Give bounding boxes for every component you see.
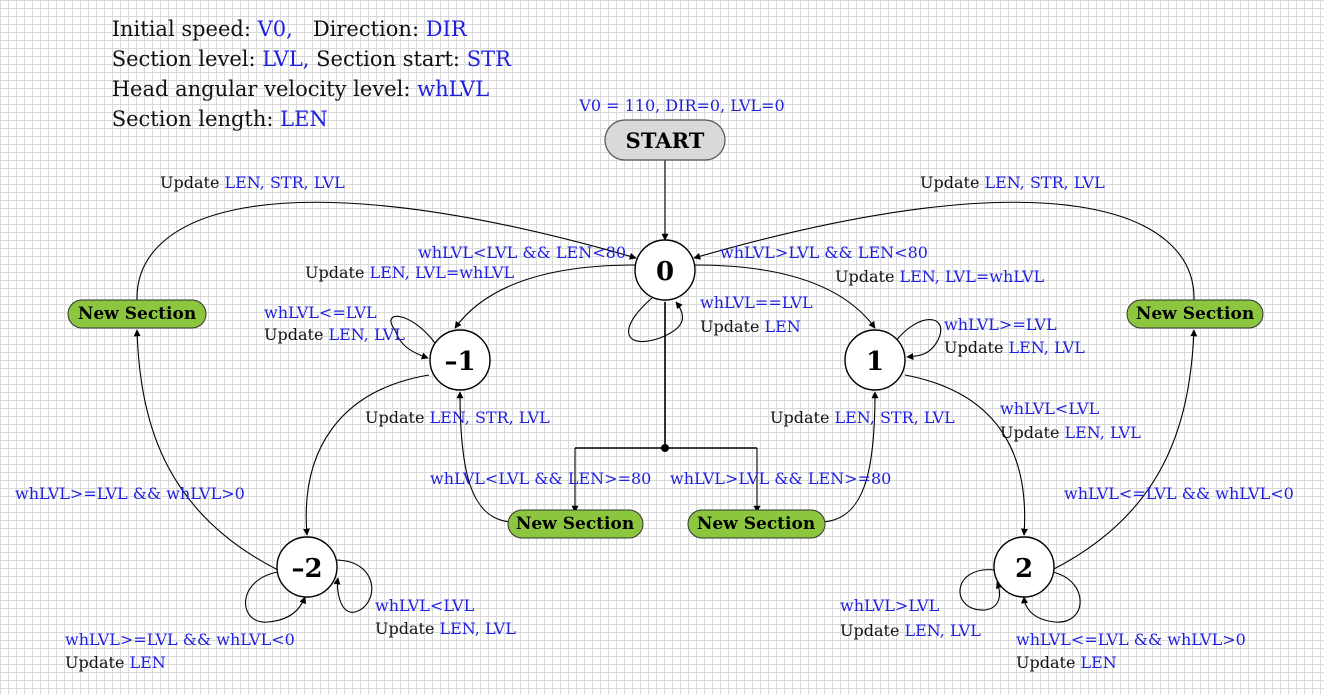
state-minus-2[interactable]: –2: [276, 536, 338, 598]
label-self2-right-update: Update LEN: [1016, 653, 1117, 672]
edge-ns-left-to-0: [136, 201, 637, 301]
label-self0-update: Update LEN: [700, 317, 801, 336]
label-branch-left-cond: whLVL<LVL && LEN>=80: [430, 469, 651, 488]
state-minus-1-label: –1: [444, 347, 475, 377]
state-2[interactable]: 2: [993, 536, 1055, 598]
new-section-center-right-label: New Section: [697, 514, 815, 534]
edge-self-2-left: [959, 569, 1003, 611]
label-self2-left-update: Update LEN, LVL: [840, 621, 981, 640]
new-section-left-label: New Section: [78, 304, 196, 324]
new-section-right-label: New Section: [1136, 304, 1254, 324]
edge-0-to-1: [694, 264, 876, 329]
edge-0-to-m1: [454, 264, 636, 329]
branch-junction-dot: [661, 444, 669, 452]
label-2-to-ns-cond: whLVL<=LVL && whLVL<0: [1064, 484, 1294, 503]
label-selfm2-left-cond: whLVL>=LVL && whLVL<0: [65, 630, 295, 649]
label-self2-left-cond: whLVL>LVL: [840, 596, 940, 615]
label-top-right-update: Update LEN, STR, LVL: [920, 173, 1105, 192]
label-self0-cond: whLVL==LVL: [700, 293, 813, 312]
edge-1-to-2: [904, 374, 1028, 536]
label-to-m1-cond: whLVL<LVL && LEN<80: [418, 243, 626, 262]
label-selfm2-right-update: Update LEN, LVL: [375, 619, 516, 638]
edge-self-1: [894, 319, 942, 361]
edge-self-m2-right: [333, 559, 373, 613]
state-minus-2-label: –2: [291, 554, 322, 584]
new-section-left[interactable]: New Section: [67, 299, 207, 329]
edge-self-2-right: [1020, 571, 1081, 623]
label-to-2-cond: whLVL<LVL: [1000, 399, 1100, 418]
edge-m1-to-m2: [302, 374, 430, 536]
legend: Initial speed: V0, Direction: DIR Sectio…: [65, 17, 544, 131]
legend-line-speed: Initial speed: V0, Direction: DIR: [65, 17, 500, 41]
edge-self-m1: [390, 315, 436, 360]
label-selfm2-right-cond: whLVL<LVL: [375, 596, 475, 615]
label-selfm2-left-update: Update LEN: [65, 653, 166, 672]
new-section-center-right[interactable]: New Section: [687, 509, 826, 539]
state-minus-1[interactable]: –1: [429, 329, 491, 391]
state-0-label: 0: [656, 257, 674, 287]
label-to-1-cond: whLVL>LVL && LEN<80: [720, 243, 928, 262]
start-label: START: [626, 128, 705, 153]
label-m2-to-ns-cond: whLVL>=LVL && whLVL>0: [15, 484, 245, 503]
state-1[interactable]: 1: [844, 329, 906, 391]
state-1-label: 1: [866, 347, 884, 377]
edge-self-m2-left: [245, 571, 307, 623]
new-section-right[interactable]: New Section: [1126, 299, 1264, 329]
edge-2-to-ns-right: [1051, 329, 1198, 571]
edge-m2-to-ns-left: [133, 329, 279, 571]
edge-self-0: [628, 297, 683, 343]
label-selfm1-cond: whLVL<=LVL: [264, 303, 377, 322]
edge-ns-center-right-to-1: [821, 391, 879, 523]
label-to-2-update: Update LEN, LVL: [1000, 423, 1141, 442]
legend-line-head: Head angular velocity level: whLVL: [65, 77, 523, 101]
new-section-center-left-label: New Section: [516, 514, 634, 534]
label-ns-to-1-update: Update LEN, STR, LVL: [770, 408, 955, 427]
label-self2-right-cond: whLVL<=LVL && whLVL>0: [1016, 630, 1246, 649]
label-self1-update: Update LEN, LVL: [944, 338, 1085, 357]
edges: [133, 160, 1198, 623]
start-node[interactable]: START: [604, 119, 726, 161]
label-ns-to-m1-update: Update LEN, STR, LVL: [365, 408, 550, 427]
legend-line-length: Section length: LEN: [65, 107, 361, 131]
label-self1-cond: whLVL>=LVL: [944, 315, 1057, 334]
label-to-m1-update: Update LEN, LVL=whLVL: [305, 263, 515, 282]
label-selfm1-update: Update LEN, LVL: [264, 325, 405, 344]
edge-ns-right-to-0: [693, 201, 1195, 301]
label-to-1-update: Update LEN, LVL=whLVL: [835, 267, 1045, 286]
state-0[interactable]: 0: [634, 239, 696, 301]
start-init-label: V0 = 110, DIR=0, LVL=0: [578, 96, 784, 115]
legend-line-section: Section level: LVL, Section start: STR: [65, 47, 544, 71]
new-section-center-left[interactable]: New Section: [507, 509, 644, 539]
label-top-left-update: Update LEN, STR, LVL: [160, 173, 345, 192]
label-branch-right-cond: whLVL>LVL && LEN>=80: [670, 469, 891, 488]
state-2-label: 2: [1015, 554, 1033, 584]
edge-ns-center-left-to-m1: [456, 391, 513, 523]
